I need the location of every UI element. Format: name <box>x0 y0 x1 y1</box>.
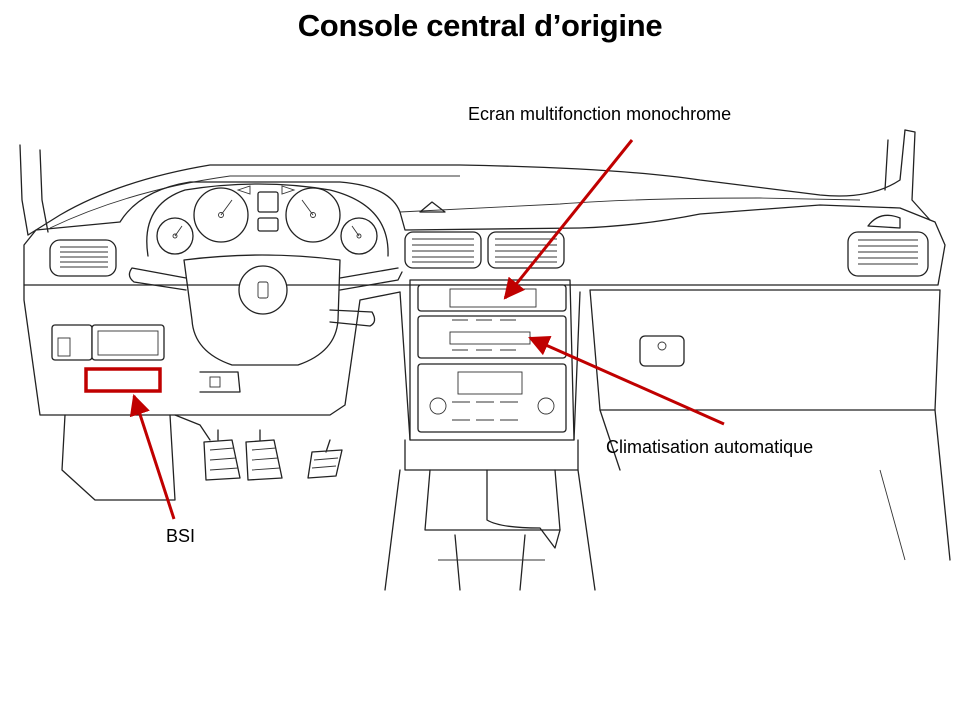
center-console <box>384 279 596 591</box>
ecran-arrow <box>503 139 634 300</box>
bsi-label: BSI <box>166 526 196 546</box>
instrument-cluster <box>146 183 389 257</box>
annotations <box>84 139 725 520</box>
left-air-vent <box>49 239 117 277</box>
page-title: Console central d’origine <box>297 8 663 43</box>
center-left-air-vent <box>404 231 482 269</box>
ecran-label: Ecran multifonction monochrome <box>468 104 732 124</box>
climatisation-arrow <box>528 336 725 426</box>
center-right-air-vent <box>487 231 565 269</box>
bsi-highlight-box <box>84 367 162 393</box>
right-air-vent <box>847 214 929 277</box>
dashboard-top <box>23 181 946 286</box>
pedals <box>203 429 343 481</box>
climatisation-label: Climatisation automatique <box>606 437 814 457</box>
passenger-dashboard <box>589 289 951 561</box>
steering-wheel <box>128 254 403 366</box>
lower-dashboard <box>23 284 401 501</box>
windshield-frame <box>19 129 931 236</box>
bsi-arrow <box>129 394 176 520</box>
